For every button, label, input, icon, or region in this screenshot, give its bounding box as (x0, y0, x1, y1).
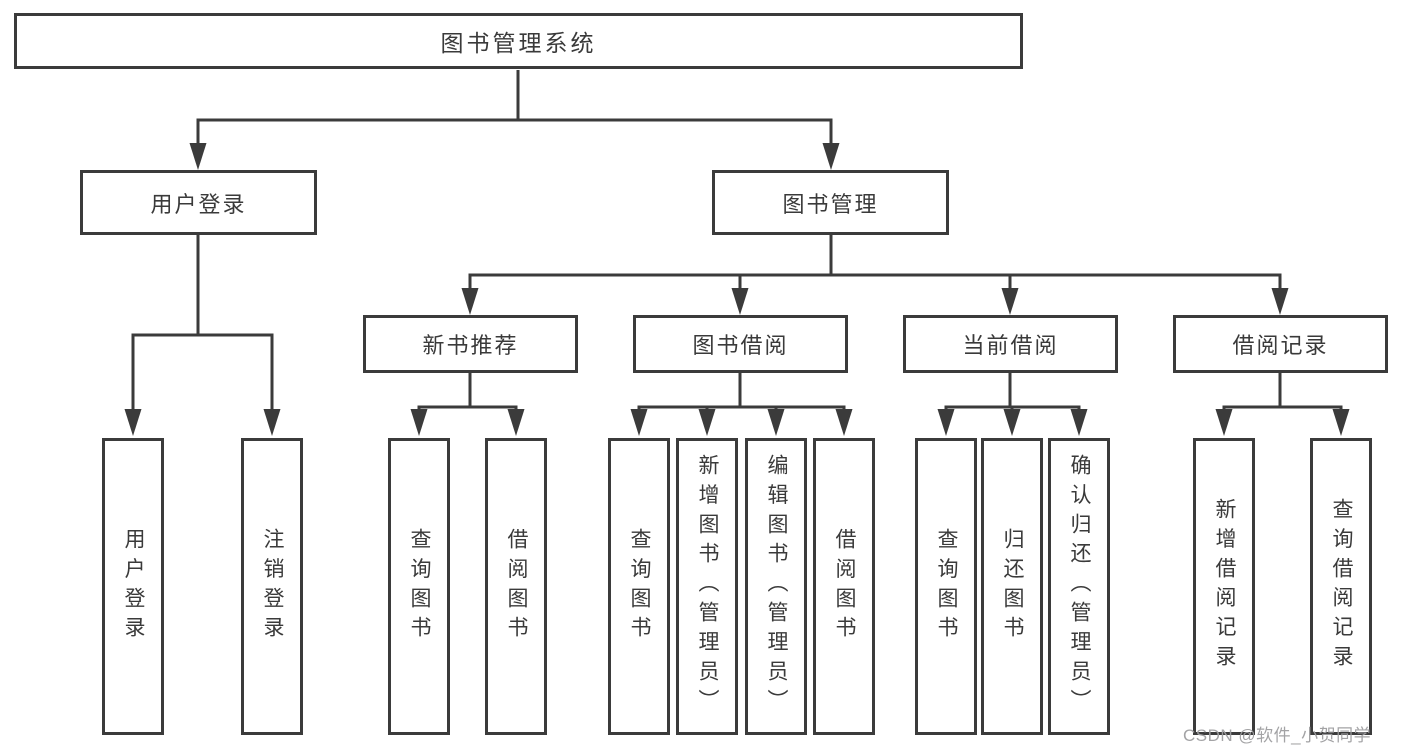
arrow-down-icon (767, 409, 785, 436)
leaf-return-book: 归还图书 (981, 438, 1043, 735)
leaf-add-borrow-record: 新增借阅记录 (1193, 438, 1255, 735)
leaf-add-book-admin-label: 新增图书（管理员） (696, 454, 719, 719)
leaf-user-login: 用户登录 (102, 438, 164, 735)
arrow-down-icon (507, 409, 525, 436)
leaf-borrow-books-borrowing: 借阅图书 (813, 438, 875, 735)
node-current-borrowing-label: 当前借阅 (962, 333, 1059, 358)
node-book-borrowing-label: 图书借阅 (692, 333, 789, 358)
leaf-logout: 注销登录 (241, 438, 303, 735)
connector-bookmgmt-to-level3 (468, 235, 1282, 293)
leaf-query-books-recommend: 查询图书 (388, 438, 450, 735)
arrow-down-icon (1215, 409, 1233, 436)
leaf-user-login-label: 用户登录 (122, 527, 145, 646)
node-root: 图书管理系统 (14, 13, 1023, 69)
node-user-login: 用户登录 (80, 170, 317, 235)
csdn-watermark: CSDN @软件_小贺同学 (1183, 726, 1372, 745)
arrow-down-icon (410, 409, 428, 436)
node-current-borrowing: 当前借阅 (903, 315, 1118, 373)
arrow-down-icon (630, 409, 648, 436)
leaf-borrow-books-recommend: 借阅图书 (485, 438, 547, 735)
arrow-down-icon (1003, 409, 1021, 436)
leaf-borrow-books-borrowing-label: 借阅图书 (833, 527, 856, 646)
arrow-down-icon (263, 409, 281, 436)
leaf-confirm-return-admin: 确认归还（管理员） (1048, 438, 1110, 735)
leaf-borrow-books-recommend-label: 借阅图书 (505, 527, 528, 646)
arrow-down-icon (698, 409, 716, 436)
leaf-edit-book-admin: 编辑图书（管理员） (745, 438, 807, 735)
arrow-down-icon (1001, 288, 1019, 315)
connector-records-to-leaves (1222, 373, 1343, 411)
node-root-label: 图书管理系统 (440, 30, 597, 56)
leaf-add-book-admin: 新增图书（管理员） (676, 438, 738, 735)
node-book-management-label: 图书管理 (782, 191, 879, 217)
arrow-down-icon (835, 409, 853, 436)
arrow-down-icon (1332, 409, 1350, 436)
node-new-book-recommendation: 新书推荐 (363, 315, 578, 373)
leaf-add-borrow-record-label: 新增借阅记录 (1213, 498, 1236, 675)
connector-newbooks-to-leaves (417, 373, 518, 411)
connector-userlogin-to-leaves (131, 235, 274, 412)
leaf-return-book-label: 归还图书 (1001, 527, 1024, 646)
connector-currentborrow-to-leaves (944, 373, 1081, 411)
arrow-down-icon (461, 288, 479, 315)
leaf-query-books-current: 查询图书 (915, 438, 977, 735)
arrowhead-icons (124, 143, 1350, 436)
leaf-logout-label: 注销登录 (261, 527, 284, 646)
connector-bookborrow-to-leaves (637, 373, 846, 411)
node-book-borrowing: 图书借阅 (633, 315, 848, 373)
node-borrowing-records: 借阅记录 (1173, 315, 1388, 373)
arrow-down-icon (124, 409, 142, 436)
node-borrowing-records-label: 借阅记录 (1232, 333, 1329, 358)
arrow-down-icon (822, 143, 840, 170)
node-book-management: 图书管理 (712, 170, 949, 235)
node-user-login-label: 用户登录 (150, 191, 247, 217)
arrow-down-icon (189, 143, 207, 170)
leaf-query-books-borrowing: 查询图书 (608, 438, 670, 735)
leaf-edit-book-admin-label: 编辑图书（管理员） (765, 454, 788, 719)
arrow-down-icon (1271, 288, 1289, 315)
leaf-query-books-current-label: 查询图书 (935, 527, 958, 646)
arrow-down-icon (731, 288, 749, 315)
arrow-down-icon (937, 409, 955, 436)
arrow-down-icon (1070, 409, 1088, 436)
leaf-query-borrow-record: 查询借阅记录 (1310, 438, 1372, 735)
connector-root-to-level2 (196, 70, 833, 146)
leaf-confirm-return-admin-label: 确认归还（管理员） (1068, 454, 1091, 719)
leaf-query-books-recommend-label: 查询图书 (408, 527, 431, 646)
leaf-query-books-borrowing-label: 查询图书 (628, 527, 651, 646)
leaf-query-borrow-record-label: 查询借阅记录 (1330, 498, 1353, 675)
node-new-book-recommendation-label: 新书推荐 (422, 333, 519, 358)
